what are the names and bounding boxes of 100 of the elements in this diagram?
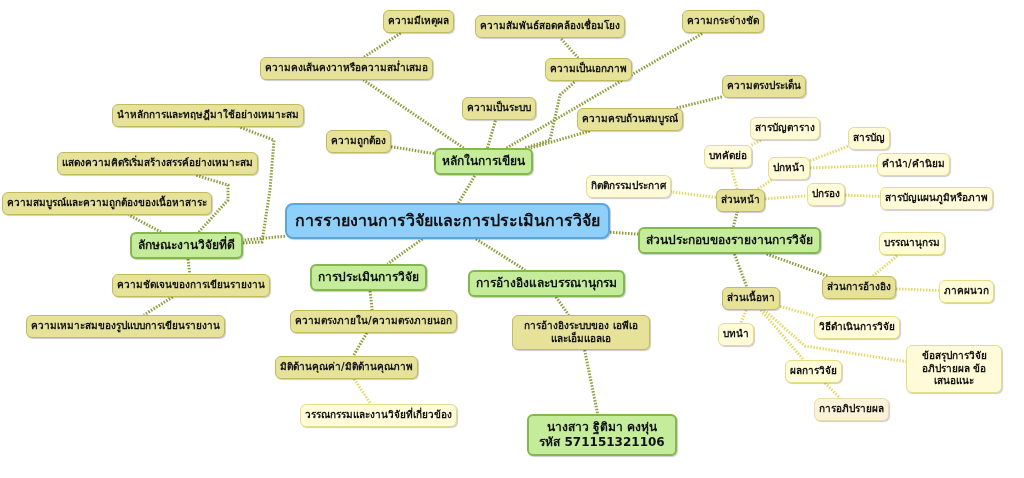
connector-line [609, 230, 639, 236]
branch-topic-box [638, 227, 821, 254]
node-label: สารบัญแผนภูมิหรือภาพ [885, 192, 988, 205]
connector-line [386, 237, 424, 266]
branch-topic-box [527, 414, 677, 456]
connector-line [368, 290, 374, 311]
connector-line [238, 125, 276, 245]
connector-line [559, 37, 580, 59]
detail-box [814, 398, 889, 421]
node-label: หลักในการเขียน [442, 154, 525, 169]
connector-line [759, 309, 805, 361]
subtopic-box [716, 189, 765, 212]
node-label: บทคัดย่อ [709, 150, 747, 163]
node-label: ส่วนหน้า [721, 194, 760, 207]
node-label: ความเป็นเอกภาพ [550, 63, 627, 76]
connector-line [362, 78, 465, 150]
subtopic-box [462, 97, 536, 120]
node-label: การประเมินการวิจัย [318, 270, 419, 285]
node-label: การอภิปรายผล [819, 403, 884, 416]
connector-line [363, 31, 402, 59]
connector-line [757, 178, 773, 191]
connector-line [739, 309, 748, 324]
branch-topic-box [468, 270, 625, 297]
connector-line [844, 193, 881, 198]
connector-line [143, 295, 174, 317]
detail-box [906, 345, 1002, 393]
connector-line [750, 138, 763, 147]
connector-line [670, 190, 717, 199]
node-label: ความตรงภายใน/ความตรงภายนอก [295, 315, 452, 328]
detail-box [718, 323, 754, 346]
connector-line [766, 252, 828, 278]
connector-line [676, 95, 723, 110]
node-label: กิตติกรรมประกาศ [591, 180, 666, 193]
connector-line [731, 211, 739, 228]
detail-box [814, 316, 900, 339]
connector-line [352, 378, 373, 405]
subtopic-box [577, 108, 683, 131]
detail-box [785, 360, 842, 383]
subtopic-box [475, 15, 625, 38]
node-label: ความถูกต้อง [331, 135, 386, 148]
node-label: ความครบถ้วนสมบูรณ์ [582, 113, 678, 126]
detail-box [586, 175, 671, 198]
subtopic-box [722, 287, 780, 310]
connector-line [530, 129, 591, 150]
node-label: สารบัญ [853, 132, 885, 145]
connector-line [763, 308, 907, 364]
connector-line [764, 194, 808, 201]
node-label: ความเป็นระบบ [467, 102, 531, 115]
node-label: ส่วนเนื้อหา [727, 292, 775, 305]
subtopic-box [722, 75, 806, 98]
connector-line [128, 213, 162, 234]
subtopic-box [512, 315, 650, 350]
connector-line [729, 167, 739, 190]
node-label: ส่วนประกอบของรายงานการวิจัย [646, 233, 813, 248]
node-label: บรรณานุกรม [884, 237, 940, 250]
detail-box [877, 153, 950, 176]
detail-box [300, 404, 457, 427]
detail-box [768, 157, 810, 180]
connector-line [733, 253, 749, 288]
node-label: วรรณกรรมและงานวิจัยที่เกี่ยวข้อง [305, 409, 452, 422]
detail-box [879, 232, 945, 255]
detail-box [704, 145, 752, 168]
node-label: ความสัมพันธ์สอดคล้องเชื่อมโยง [480, 20, 620, 33]
connector-line [242, 234, 286, 242]
subtopic-box [682, 10, 764, 33]
subtopic-box [383, 10, 454, 33]
node-label: คำนำ/คำนิยม [882, 158, 945, 171]
node-label: ส่วนการอ้างอิง [827, 281, 891, 294]
branch-topic-box [434, 148, 533, 175]
connector-line [457, 174, 477, 204]
subtopic-box [275, 356, 418, 379]
subtopic-box [112, 274, 270, 297]
connector-line [809, 164, 878, 170]
central-topic-box [285, 203, 610, 239]
subtopic-box [2, 192, 212, 215]
node-label: ความมีเหตุผล [388, 15, 449, 28]
node-label: ความชัดเจนของการเขียนรายงาน [117, 279, 265, 292]
node-label: ลักษณะงานวิจัยที่ดี [138, 238, 235, 253]
node-label: แสดงความคิดริเริ่มสร้างสรรค์อย่างเหมาะสม [62, 157, 253, 170]
connector-line [505, 31, 705, 150]
subtopic-box [112, 104, 304, 127]
subtopic-box [290, 310, 457, 333]
connector-line [809, 144, 849, 163]
connector-line [390, 145, 435, 156]
connector-line [486, 119, 498, 149]
branch-topic-box [130, 232, 243, 259]
node-label: ความคงเส้นคงวาหรือความสม่ำเสมอ [265, 62, 428, 75]
connector-line [194, 173, 230, 233]
node-label: ผลการวิจัย [790, 365, 837, 378]
detail-box [807, 183, 845, 206]
node-label: ปกหน้า [773, 162, 805, 175]
node-label: ภาคผนวก [944, 285, 989, 298]
connector-line [554, 296, 570, 316]
node-label: การอ้างอิงระบบของ เอพีเอ และเอ็มแอลเอ [523, 320, 639, 345]
node-label: นำหลักการและทฤษฎีมาใช้อย่างเหมาะสม [117, 109, 299, 122]
node-label: ความสมบูรณ์และความถูกต้องของเนื้อหาสาระ [7, 197, 207, 210]
connector-line [351, 332, 369, 357]
node-label: ปกรอง [812, 188, 840, 201]
connector-line [779, 305, 816, 318]
node-label: ความกระจ่างชัด [687, 15, 759, 28]
